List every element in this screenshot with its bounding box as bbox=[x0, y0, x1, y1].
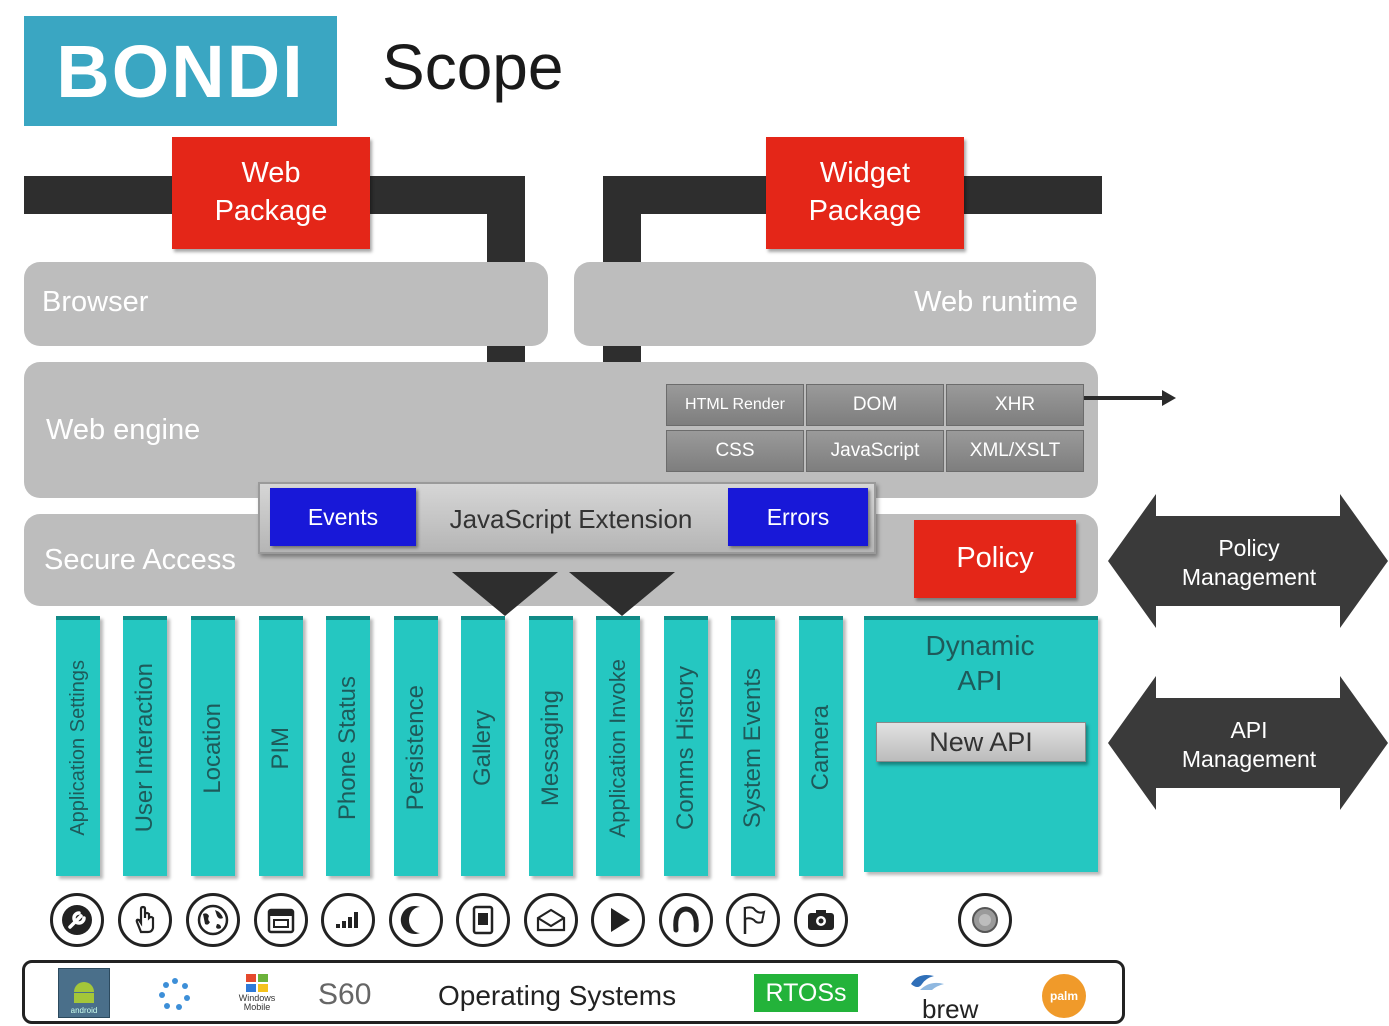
api-column-comms-history: Comms History bbox=[664, 616, 708, 876]
android-caption: android bbox=[70, 1006, 98, 1015]
operating-systems-bar bbox=[22, 960, 1125, 1024]
api-label: Location bbox=[199, 702, 226, 794]
api-label: Messaging bbox=[537, 689, 564, 807]
web-runtime-label: Web runtime bbox=[914, 286, 1078, 318]
events-box: Events bbox=[270, 488, 416, 546]
windows-flag-icon bbox=[246, 974, 268, 992]
web-package-arrow-head bbox=[452, 572, 558, 616]
flag-icon bbox=[726, 893, 780, 947]
play-icon bbox=[591, 893, 645, 947]
symbian-icon bbox=[159, 978, 190, 1010]
windows-mobile-caption: Windows Mobile bbox=[238, 993, 276, 1012]
policy-management-arrow bbox=[1108, 494, 1388, 628]
bondi-logo: BONDI bbox=[24, 16, 337, 126]
errors-box: Errors bbox=[728, 488, 868, 546]
os-label: Operating Systems bbox=[438, 980, 677, 1011]
browser-label: Browser bbox=[42, 286, 149, 318]
gear-icon bbox=[958, 893, 1012, 947]
widget-package-arrow-head bbox=[569, 572, 675, 616]
moon-icon bbox=[389, 893, 443, 947]
api-column-messaging: Messaging bbox=[529, 616, 573, 876]
engine-css: CSS bbox=[666, 430, 804, 472]
api-column-location: Location bbox=[191, 616, 235, 876]
api-label: User Interaction bbox=[131, 663, 158, 833]
s60-logo: S60 bbox=[318, 978, 372, 1011]
calendar-icon bbox=[254, 893, 308, 947]
api-column-phone-status: Phone Status bbox=[326, 616, 370, 876]
api-label: System Events bbox=[739, 667, 766, 829]
web-package-box: Web Package bbox=[172, 137, 370, 249]
palm-label: palm bbox=[1049, 989, 1078, 1003]
globe-icon bbox=[186, 893, 240, 947]
web-engine-label: Web engine bbox=[46, 414, 201, 446]
palm-logo: palm bbox=[1042, 974, 1086, 1018]
policy-box: Policy bbox=[914, 520, 1076, 598]
brew-swoosh-icon bbox=[911, 975, 944, 990]
engine-xhr: XHR bbox=[946, 384, 1084, 426]
widget-package-line-right bbox=[960, 176, 1102, 214]
hand-icon bbox=[118, 893, 172, 947]
web-package-line-left bbox=[24, 176, 184, 214]
engine-html-render: HTML Render bbox=[666, 384, 804, 426]
rtos-badge: RTOSs bbox=[754, 974, 858, 1012]
api-label: Phone Status bbox=[334, 675, 361, 821]
wrench-icon bbox=[50, 893, 104, 947]
api-column-system-events: System Events bbox=[731, 616, 775, 876]
dynamic-api-title: Dynamic API bbox=[925, 630, 1035, 696]
engine-dom: DOM bbox=[806, 384, 944, 426]
signal-icon bbox=[321, 893, 375, 947]
api-column-application-settings: Application Settings bbox=[56, 616, 100, 876]
api-label: Camera bbox=[807, 705, 834, 791]
picture-icon bbox=[456, 893, 510, 947]
api-label: Comms History bbox=[672, 665, 699, 830]
api-column-pim: PIM bbox=[259, 616, 303, 876]
api-column-persistence: Persistence bbox=[394, 616, 438, 876]
api-management-arrow bbox=[1108, 676, 1388, 810]
envelope-icon bbox=[524, 893, 578, 947]
api-column-gallery: Gallery bbox=[461, 616, 505, 876]
phone-icon bbox=[659, 893, 713, 947]
api-label: Persistence bbox=[402, 685, 429, 811]
secure-access-label: Secure Access bbox=[44, 544, 236, 576]
engine-javascript: JavaScript bbox=[806, 430, 944, 472]
page-title: Scope bbox=[382, 31, 564, 103]
android-robot-icon bbox=[74, 982, 94, 1003]
js-extension-label: JavaScript Extension bbox=[449, 504, 693, 534]
camera-icon bbox=[794, 893, 848, 947]
widget-package-box: Widget Package bbox=[766, 137, 964, 249]
api-column-user-interaction: User Interaction bbox=[123, 616, 167, 876]
api-label: Application Settings bbox=[66, 660, 89, 836]
brew-label: brew bbox=[922, 994, 979, 1024]
policy-management-label: Policy Management bbox=[1181, 535, 1317, 590]
new-api-box: New API bbox=[876, 722, 1086, 762]
api-label: Gallery bbox=[469, 709, 496, 787]
brew-logo: brew bbox=[906, 968, 996, 1024]
api-column-camera: Camera bbox=[799, 616, 843, 876]
web-package-label: Web Package bbox=[214, 157, 328, 227]
api-column-application-invoke: Application Invoke bbox=[596, 616, 640, 876]
android-logo: android bbox=[58, 968, 110, 1018]
widget-package-label: Widget Package bbox=[808, 157, 922, 227]
browser-layer: Browser bbox=[24, 262, 548, 346]
api-management-label: API Management bbox=[1181, 717, 1317, 772]
windows-mobile-logo: Windows Mobile bbox=[228, 972, 286, 1018]
web-runtime-layer: Web runtime bbox=[574, 262, 1096, 346]
engine-xml-xslt: XML/XSLT bbox=[946, 430, 1084, 472]
api-label: Application Invoke bbox=[605, 658, 630, 838]
xhr-arrow bbox=[1084, 390, 1176, 406]
api-label: PIM bbox=[267, 726, 294, 770]
